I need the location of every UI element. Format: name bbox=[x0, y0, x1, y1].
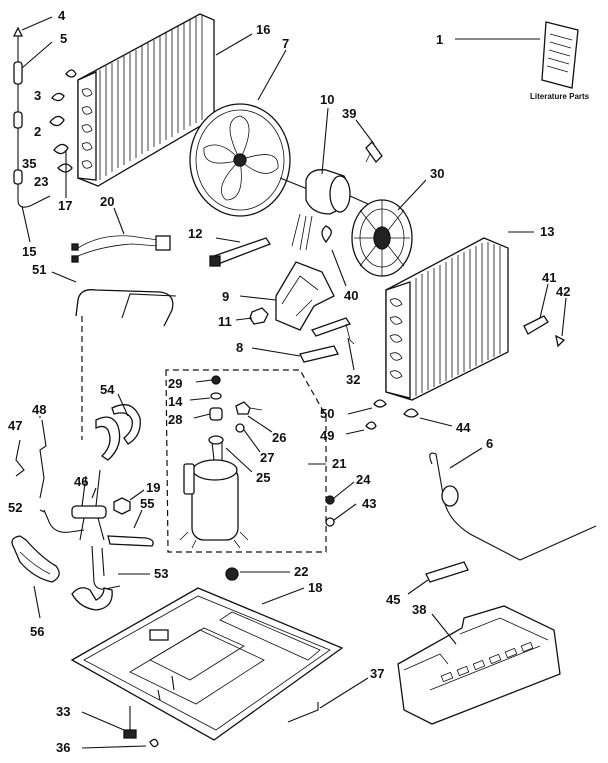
callout-30: 30 bbox=[430, 166, 444, 181]
capillary-tube-assembly bbox=[12, 26, 51, 208]
callout-47: 47 bbox=[8, 418, 22, 433]
callout-50: 50 bbox=[320, 406, 334, 421]
reversing-valve bbox=[71, 469, 107, 541]
callout-28: 28 bbox=[168, 412, 182, 427]
callout-25: 25 bbox=[256, 470, 270, 485]
callout-3: 3 bbox=[34, 88, 41, 103]
callout-46: 46 bbox=[74, 474, 88, 489]
insulated-tube-54 bbox=[95, 404, 141, 461]
callout-49: 49 bbox=[320, 428, 334, 443]
mounting-screw bbox=[123, 706, 137, 739]
callout-7: 7 bbox=[282, 36, 289, 51]
thermistor bbox=[209, 237, 271, 267]
callout-35: 35 bbox=[22, 156, 36, 171]
callout-19: 19 bbox=[146, 480, 160, 495]
callout-14: 14 bbox=[168, 394, 183, 409]
wire-harness bbox=[71, 235, 171, 263]
callout-2: 2 bbox=[34, 124, 41, 139]
callout-39: 39 bbox=[342, 106, 356, 121]
compressor bbox=[179, 441, 249, 549]
callout-44: 44 bbox=[456, 420, 471, 435]
condenser-fan-blade bbox=[189, 103, 291, 217]
callout-51: 51 bbox=[32, 262, 46, 277]
callout-54: 54 bbox=[100, 382, 115, 397]
callout-38: 38 bbox=[412, 602, 426, 617]
callout-4: 4 bbox=[58, 8, 66, 23]
chassis-panel bbox=[397, 605, 561, 725]
callout-15: 15 bbox=[22, 244, 36, 259]
callout-52: 52 bbox=[8, 500, 22, 515]
callout-36: 36 bbox=[56, 740, 70, 755]
callout-33: 33 bbox=[56, 704, 70, 719]
callout-23: 23 bbox=[34, 174, 48, 189]
callout-16: 16 bbox=[256, 22, 270, 37]
callout-22: 22 bbox=[294, 564, 308, 579]
motor-mount bbox=[275, 261, 335, 331]
callout-20: 20 bbox=[100, 194, 114, 209]
callout-21: 21 bbox=[332, 456, 346, 471]
callout-13: 13 bbox=[540, 224, 554, 239]
callout-32: 32 bbox=[346, 372, 360, 387]
evaporator-coil bbox=[385, 237, 509, 401]
callout-24: 24 bbox=[356, 472, 371, 487]
callout-42: 42 bbox=[556, 284, 570, 299]
callout-45: 45 bbox=[386, 592, 400, 607]
callout-9: 9 bbox=[222, 289, 229, 304]
callout-41: 41 bbox=[542, 270, 556, 285]
literature-parts-booklet: Literature Parts bbox=[530, 21, 590, 101]
literature-parts-caption: Literature Parts bbox=[530, 92, 590, 101]
callout-48: 48 bbox=[32, 402, 46, 417]
condenser-coil bbox=[77, 13, 215, 187]
callout-53: 53 bbox=[154, 566, 168, 581]
callout-43: 43 bbox=[362, 496, 376, 511]
callout-6-right: 6 bbox=[486, 436, 493, 451]
callout-17: 17 bbox=[58, 198, 72, 213]
insulated-tube-left bbox=[11, 535, 60, 583]
callout-12: 12 bbox=[188, 226, 202, 241]
blower-wheel bbox=[351, 199, 413, 277]
callout-40: 40 bbox=[344, 288, 358, 303]
callout-26: 26 bbox=[272, 430, 286, 445]
callout-10: 10 bbox=[320, 92, 334, 107]
suction-tube bbox=[75, 289, 177, 440]
fan-motor bbox=[279, 169, 369, 251]
callout-1: 1 bbox=[436, 32, 443, 47]
callout-55: 55 bbox=[140, 496, 154, 511]
callout-56: 56 bbox=[30, 624, 44, 639]
callout-11: 11 bbox=[218, 314, 232, 329]
drain-tube bbox=[429, 452, 597, 561]
base-pan bbox=[70, 587, 344, 741]
callout-8: 8 bbox=[236, 340, 243, 355]
callout-27: 27 bbox=[260, 450, 274, 465]
callout-29: 29 bbox=[168, 376, 182, 391]
callout-5: 5 bbox=[60, 31, 67, 46]
callout-18: 18 bbox=[308, 580, 322, 595]
callout-37: 37 bbox=[370, 666, 384, 681]
